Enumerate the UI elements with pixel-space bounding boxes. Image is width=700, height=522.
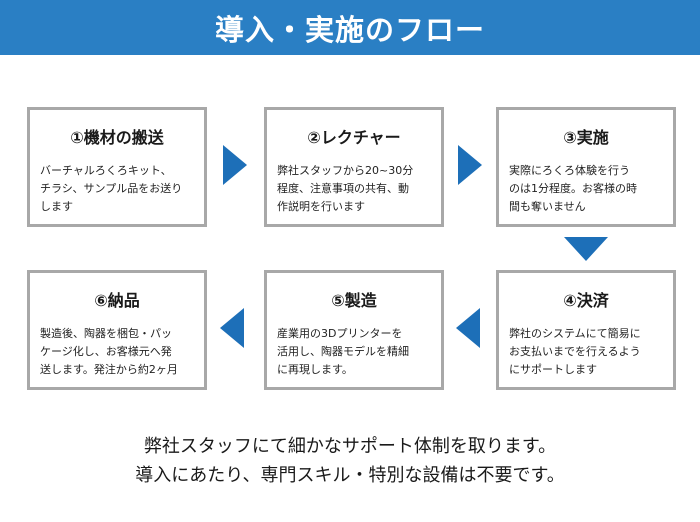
step-description: バーチャルろくろキット、 チラシ、サンプル品をお送り します	[40, 164, 183, 213]
page-title: 導入・実施のフロー	[214, 12, 485, 47]
step-card-2: ②レクチャー 弊社スタッフから20~30分 程度、注意事項の共有、動 作説明を行…	[264, 107, 444, 227]
step-title: ⑥納品	[94, 291, 140, 310]
step-description: 産業用の3Dプリンターを 活用し、陶器モデルを精細 に再現します。	[277, 327, 409, 376]
step-description: 製造後、陶器を梱包・パッ ケージ化し、お客様元へ発 送します。発注から約2ヶ月	[40, 327, 178, 376]
step-card-5: ⑤製造 産業用の3Dプリンターを 活用し、陶器モデルを精細 に再現します。	[264, 270, 444, 390]
step-card-6: ⑥納品 製造後、陶器を梱包・パッ ケージ化し、お客様元へ発 送します。発注から約…	[27, 270, 207, 390]
step-title: ①機材の搬送	[70, 128, 164, 147]
step-card-1: ①機材の搬送 バーチャルろくろキット、 チラシ、サンプル品をお送り します	[27, 107, 207, 227]
page-header: 導入・実施のフロー	[0, 0, 700, 55]
step-title: ⑤製造	[331, 291, 377, 310]
footer-line-1: 弊社スタッフにて細かなサポート体制を取ります。	[143, 436, 557, 457]
footer-line-2: 導入にあたり、専門スキル・特別な設備は不要です。	[135, 465, 565, 486]
step-title: ③実施	[563, 128, 609, 147]
step-title: ④決済	[563, 291, 609, 310]
step-description: 実際にろくろ体験を行う のは1分程度。お客様の時 間も奪いません	[509, 164, 637, 213]
arrow-right-icon	[223, 145, 247, 185]
step-title: ②レクチャー	[307, 128, 401, 147]
step-description: 弊社スタッフから20~30分 程度、注意事項の共有、動 作説明を行います	[277, 164, 414, 213]
step-card-4: ④決済 弊社のシステムにて簡易に お支払いまでを行えるよう にサポートします	[496, 270, 676, 390]
step-card-3: ③実施 実際にろくろ体験を行う のは1分程度。お客様の時 間も奪いません	[496, 107, 676, 227]
arrow-down-icon	[564, 237, 608, 261]
arrow-left-icon	[456, 308, 480, 348]
step-description: 弊社のシステムにて簡易に お支払いまでを行えるよう にサポートします	[509, 327, 641, 376]
arrow-right-icon	[458, 145, 482, 185]
arrow-left-icon	[220, 308, 244, 348]
